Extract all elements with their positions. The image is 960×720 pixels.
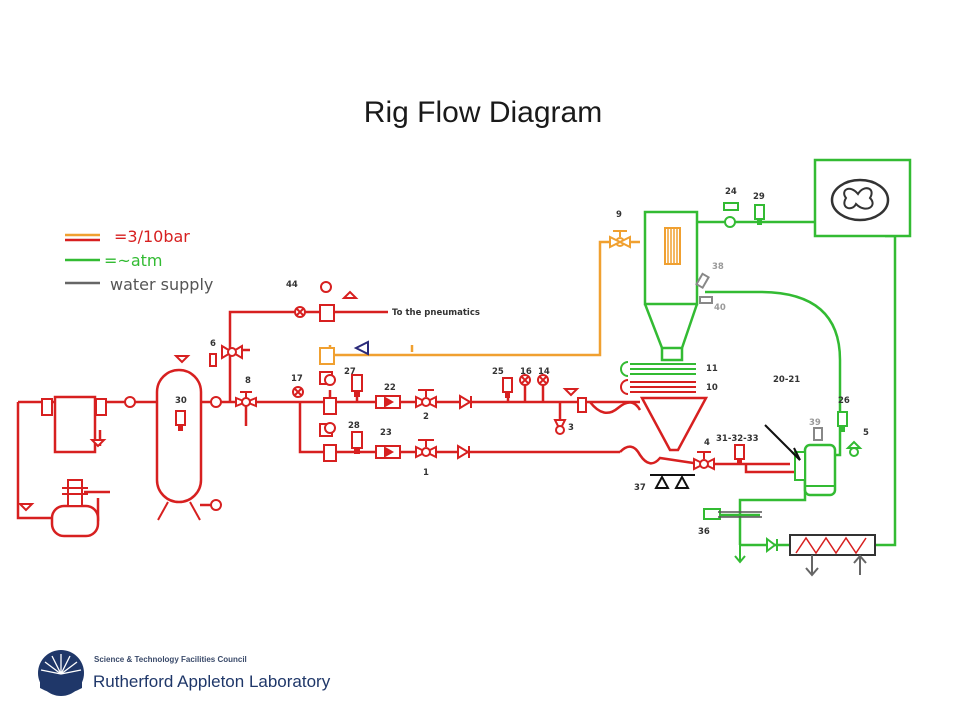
label-36: 36	[698, 527, 710, 537]
label-31-32-33: 31-32-33	[716, 434, 759, 444]
atm-arrows	[734, 545, 746, 564]
compressor-body	[50, 504, 100, 538]
legend-label-pressure: =3/10bar	[114, 227, 190, 246]
tank-30	[155, 368, 203, 504]
cross-valves	[292, 306, 549, 398]
legend-swatch-atm	[65, 258, 100, 262]
heat-exchanger	[789, 534, 876, 577]
label-22: 22	[384, 383, 396, 393]
label-23: 23	[380, 428, 392, 438]
legend-swatch-pressure	[65, 233, 100, 242]
label-29: 29	[753, 192, 765, 202]
label-40: 40	[714, 303, 726, 313]
stfc-logo-icon	[38, 650, 84, 696]
label-9: 9	[616, 210, 622, 220]
stfc-logo: Science & Technology Facilities Council …	[36, 646, 336, 702]
label-6: 6	[210, 339, 216, 349]
label-24: 24	[725, 187, 737, 197]
label-16: 16	[520, 367, 532, 377]
label-37: 37	[634, 483, 646, 493]
legend-swatch-water	[65, 281, 100, 285]
fan-unit	[813, 158, 912, 238]
atm-instruments	[703, 202, 863, 553]
logo-council-text: Science & Technology Facilities Council	[94, 655, 247, 664]
fan-box	[813, 158, 912, 238]
label-1: 1	[423, 468, 429, 478]
label-5: 5	[863, 428, 869, 438]
filter-20-21	[764, 424, 837, 497]
orange-valves	[319, 230, 631, 365]
label-30: 30	[175, 396, 187, 406]
label-28: 28	[348, 421, 360, 431]
label-17: 17	[291, 374, 303, 384]
coil-10	[620, 379, 696, 395]
logo-lab-text: Rutherford Appleton Laboratory	[93, 672, 331, 691]
atm-lines	[643, 210, 897, 547]
label-44: 44	[286, 280, 298, 290]
component-labels: 1 2 3 4 5 6 8 9 10 11 14 16 17 20-21 22 …	[175, 187, 869, 537]
label-26: 26	[838, 396, 850, 406]
label-10: 10	[706, 383, 718, 393]
label-11: 11	[706, 364, 718, 374]
label-39: 39	[809, 418, 821, 428]
fan-icon	[830, 178, 890, 222]
filter-left	[41, 398, 53, 416]
orange-heater-lines	[667, 228, 678, 264]
collector-cone	[639, 396, 709, 452]
legend: =3/10bar =~atm water supply	[62, 222, 262, 302]
legend-item-water: water supply	[62, 274, 262, 294]
pressure-tank	[155, 368, 222, 521]
label-27: 27	[344, 367, 356, 377]
legend-label-atm: =~atm	[104, 251, 163, 270]
label-2: 2	[423, 412, 429, 422]
grey-instruments	[695, 272, 823, 441]
cooler-box	[53, 395, 97, 454]
label-38: 38	[712, 262, 724, 272]
filter-right	[95, 398, 107, 416]
item-36	[718, 511, 762, 518]
label-3: 3	[568, 423, 574, 433]
balance-37	[650, 474, 695, 489]
coil-11	[620, 361, 696, 377]
legend-label-water: water supply	[110, 275, 214, 294]
blue-relief-valve	[353, 340, 369, 356]
label-pneumatics: To the pneumatics	[392, 308, 480, 318]
sensor-tips	[354, 391, 742, 465]
pressure-valves	[17, 281, 745, 512]
page-title: Rig Flow Diagram	[363, 96, 603, 129]
atm-sensor-tips	[757, 219, 845, 432]
compressor-group	[41, 395, 136, 538]
legend-item-atm: =~atm	[62, 250, 262, 270]
label-20-21: 20-21	[773, 375, 800, 385]
heat-exchanger-box	[789, 534, 876, 556]
label-25: 25	[492, 367, 504, 377]
legend-item-pressure: =3/10bar	[62, 226, 262, 246]
label-14: 14	[538, 367, 550, 377]
label-4: 4	[704, 438, 710, 448]
label-8: 8	[245, 376, 251, 386]
orange-lines	[328, 240, 640, 357]
